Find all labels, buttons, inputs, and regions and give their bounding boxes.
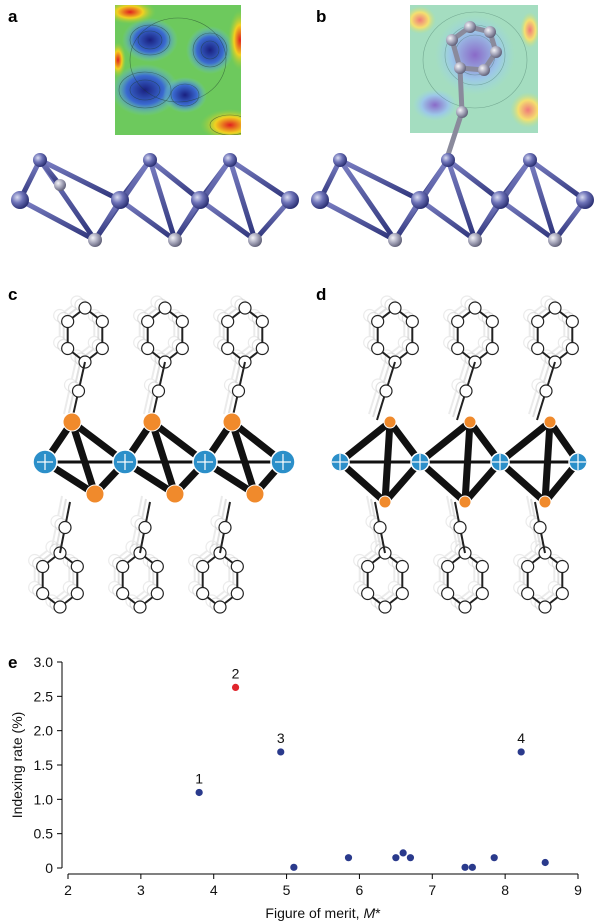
x-axis-label: Figure of merit, M* [265,905,381,921]
panel-a-figure [11,5,299,247]
panel-b-figure [311,5,594,247]
data-point [490,854,498,862]
y-tick-label: 0.5 [34,826,54,842]
panel-d-figure [330,295,588,614]
panel-label-a: a [8,7,18,26]
scatter-points: 1 2 3 4 [195,665,549,871]
data-point [399,849,407,857]
panel-label-c: c [8,285,18,304]
density-map-a [115,5,241,135]
x-tick-label: 6 [356,882,364,898]
x-tick-label: 3 [137,882,145,898]
y-tick-label: 3.0 [34,654,54,670]
octahedral-chain-a [11,153,299,247]
data-point [231,683,240,692]
data-point [195,788,203,797]
ortep-core-chain [330,415,588,509]
panel-label-e: e [8,653,18,672]
y-tick-label: 1.5 [34,757,54,773]
data-point [541,858,549,867]
x-tick-label: 2 [64,882,72,898]
indexing-rate-chart: 2 3 4 5 6 7 8 9 0 0.5 1.0 1.5 2.0 2.5 3.0 1 2 3 4 Figure… [9,654,582,921]
ortep-core-chain [32,412,296,504]
data-point [406,854,415,862]
panel-label-d: d [316,285,327,304]
data-point [392,854,400,862]
x-tick-label: 9 [574,882,582,898]
data-point [468,863,476,871]
data-point [290,863,298,871]
data-point [344,854,353,862]
y-tick-label: 0 [45,860,53,876]
y-axis-label: Indexing rate (%) [9,712,25,819]
ortep-layer [36,301,269,614]
data-point [277,748,285,756]
data-point-label: 4 [517,730,525,746]
x-ticks: 2 3 4 5 6 7 8 9 [64,874,582,898]
phenyl-ring-b [445,21,502,158]
data-point-label: 3 [277,730,285,746]
data-point-label: 2 [232,665,240,681]
y-tick-label: 2.5 [34,688,54,704]
y-ticks: 0 0.5 1.0 1.5 2.0 2.5 3.0 [34,654,62,876]
panel-label-b: b [316,7,327,26]
octahedral-chain-b [311,153,594,247]
x-tick-label: 7 [428,882,436,898]
x-tick-label: 4 [210,882,218,898]
y-tick-label: 2.0 [34,723,54,739]
ortep-layer [361,301,579,614]
x-tick-label: 8 [501,882,509,898]
data-point [517,748,525,756]
y-tick-label: 1.0 [34,791,54,807]
x-tick-label: 5 [283,882,291,898]
panel-c-figure [28,295,296,614]
chart-axes [61,662,578,875]
data-point [461,863,469,871]
data-point-label: 1 [195,770,203,786]
